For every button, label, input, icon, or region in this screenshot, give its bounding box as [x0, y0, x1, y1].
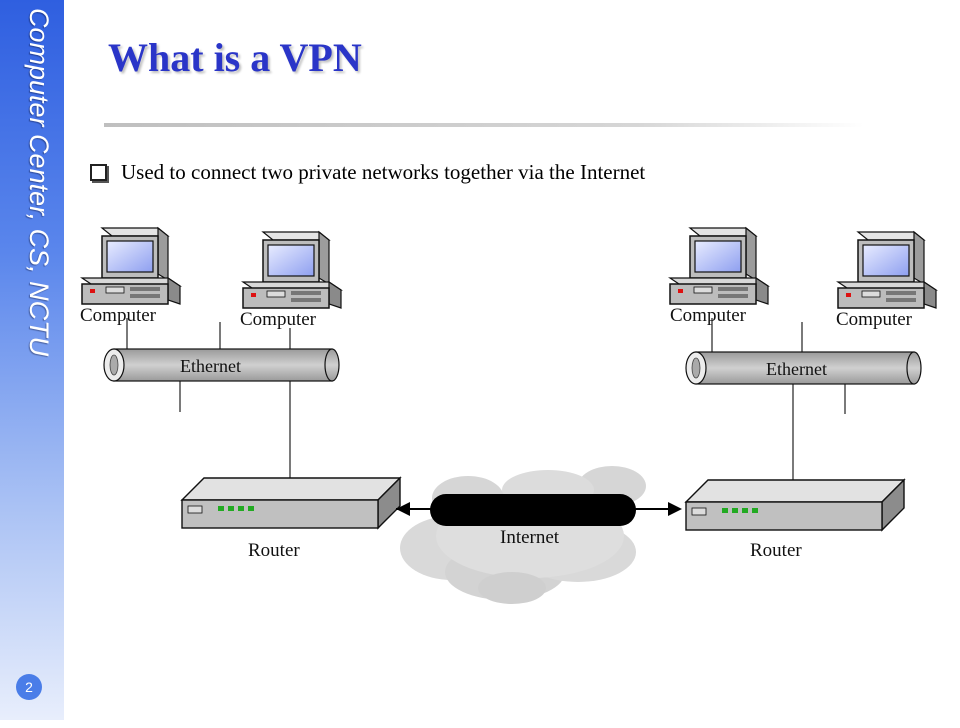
page-title: What is a VPN [108, 35, 362, 80]
left-computer-b-label: Computer [240, 309, 317, 330]
right-computer-a-icon [669, 227, 769, 305]
right-computer-b-label: Computer [836, 309, 913, 330]
internet-label: Internet [500, 527, 560, 548]
bullet-text: Used to connect two private networks tog… [121, 160, 646, 184]
page-number: 2 [16, 674, 42, 700]
right-router-label: Router [750, 540, 802, 561]
left-computer-a-label: Computer [80, 305, 157, 326]
right-router-icon [685, 479, 905, 531]
checkbox-bullet-icon [90, 164, 107, 181]
sidebar-band: Computer Center, CS, NCTU [0, 0, 64, 720]
left-router-label: Router [248, 540, 300, 561]
right-computer-a-label: Computer [670, 305, 747, 326]
right-network: Computer Computer Ethernet Router [669, 227, 937, 561]
left-computer-b-icon [242, 231, 342, 309]
left-ethernet-label: Ethernet [180, 356, 241, 376]
right-computer-b-icon [837, 231, 937, 309]
left-router-icon [181, 477, 401, 529]
title-divider [104, 123, 864, 127]
right-ethernet-label: Ethernet [766, 359, 827, 379]
bullet-item: Used to connect two private networks tog… [90, 160, 645, 185]
left-network: Computer Computer Ethernet Router [80, 227, 401, 561]
vpn-tunnel [396, 494, 682, 526]
left-computer-a-icon [81, 227, 181, 305]
